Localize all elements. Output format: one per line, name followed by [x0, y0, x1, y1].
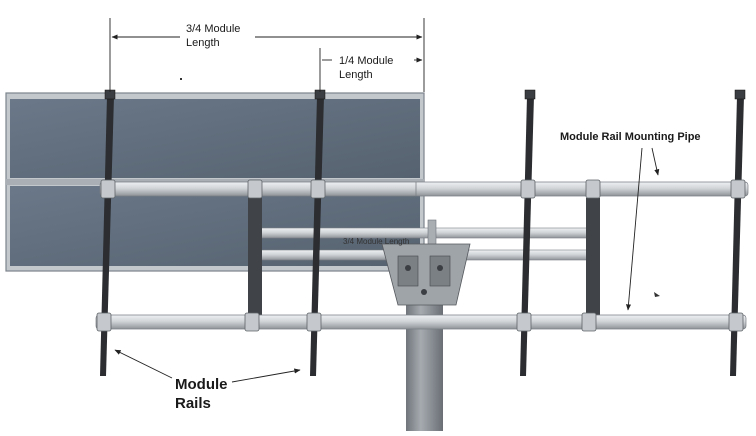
module-rails: [100, 89, 746, 376]
tracker-head: [381, 243, 471, 306]
pipe-clamp: [100, 179, 116, 199]
rail-mounting-pipe-label: Module Rail Mounting Pipe: [560, 131, 701, 143]
dimension-lines: [109, 18, 425, 92]
three-quarter-module-length-label: 3/4 Module Length: [186, 22, 240, 50]
pipe-clamp: [306, 312, 322, 332]
pipe-clamp: [520, 179, 536, 199]
quarter-module-length-label: 1/4 Module Length: [339, 54, 393, 82]
quarter-label-line1: 1/4 Module: [339, 55, 394, 67]
pipe-clamp: [96, 312, 112, 332]
pipe-clamp: [728, 312, 744, 332]
module-rails-label-line2: Rails: [175, 395, 211, 412]
three-quarter-label-line1: 3/4 Module: [186, 23, 241, 35]
pipe-clamp: [516, 312, 532, 332]
pipe-clamp: [247, 179, 263, 199]
pipe-clamp: [244, 312, 260, 332]
callout-leaders: [114, 147, 660, 383]
inner-dimension-label: 3/4 Module Length: [343, 237, 410, 246]
pipe-clamp: [585, 179, 601, 199]
module-rail: [730, 89, 746, 376]
stray-marks: [180, 78, 660, 297]
upper-rail-mounting-pipe: [99, 181, 749, 197]
lower-rail-mounting-pipe: [95, 314, 747, 330]
pipe-clamps: [96, 179, 746, 332]
pipe-clamp: [310, 179, 326, 199]
quarter-label-line2: Length: [339, 69, 373, 81]
pipe-clamp: [730, 179, 746, 199]
support-arms: [248, 198, 600, 325]
module-rails-label-line1: Module: [175, 376, 228, 393]
pipe-clamp: [581, 312, 597, 332]
module-rail: [520, 89, 536, 376]
module-rails-label: Module Rails: [175, 375, 228, 413]
three-quarter-label-line2: Length: [186, 37, 220, 49]
